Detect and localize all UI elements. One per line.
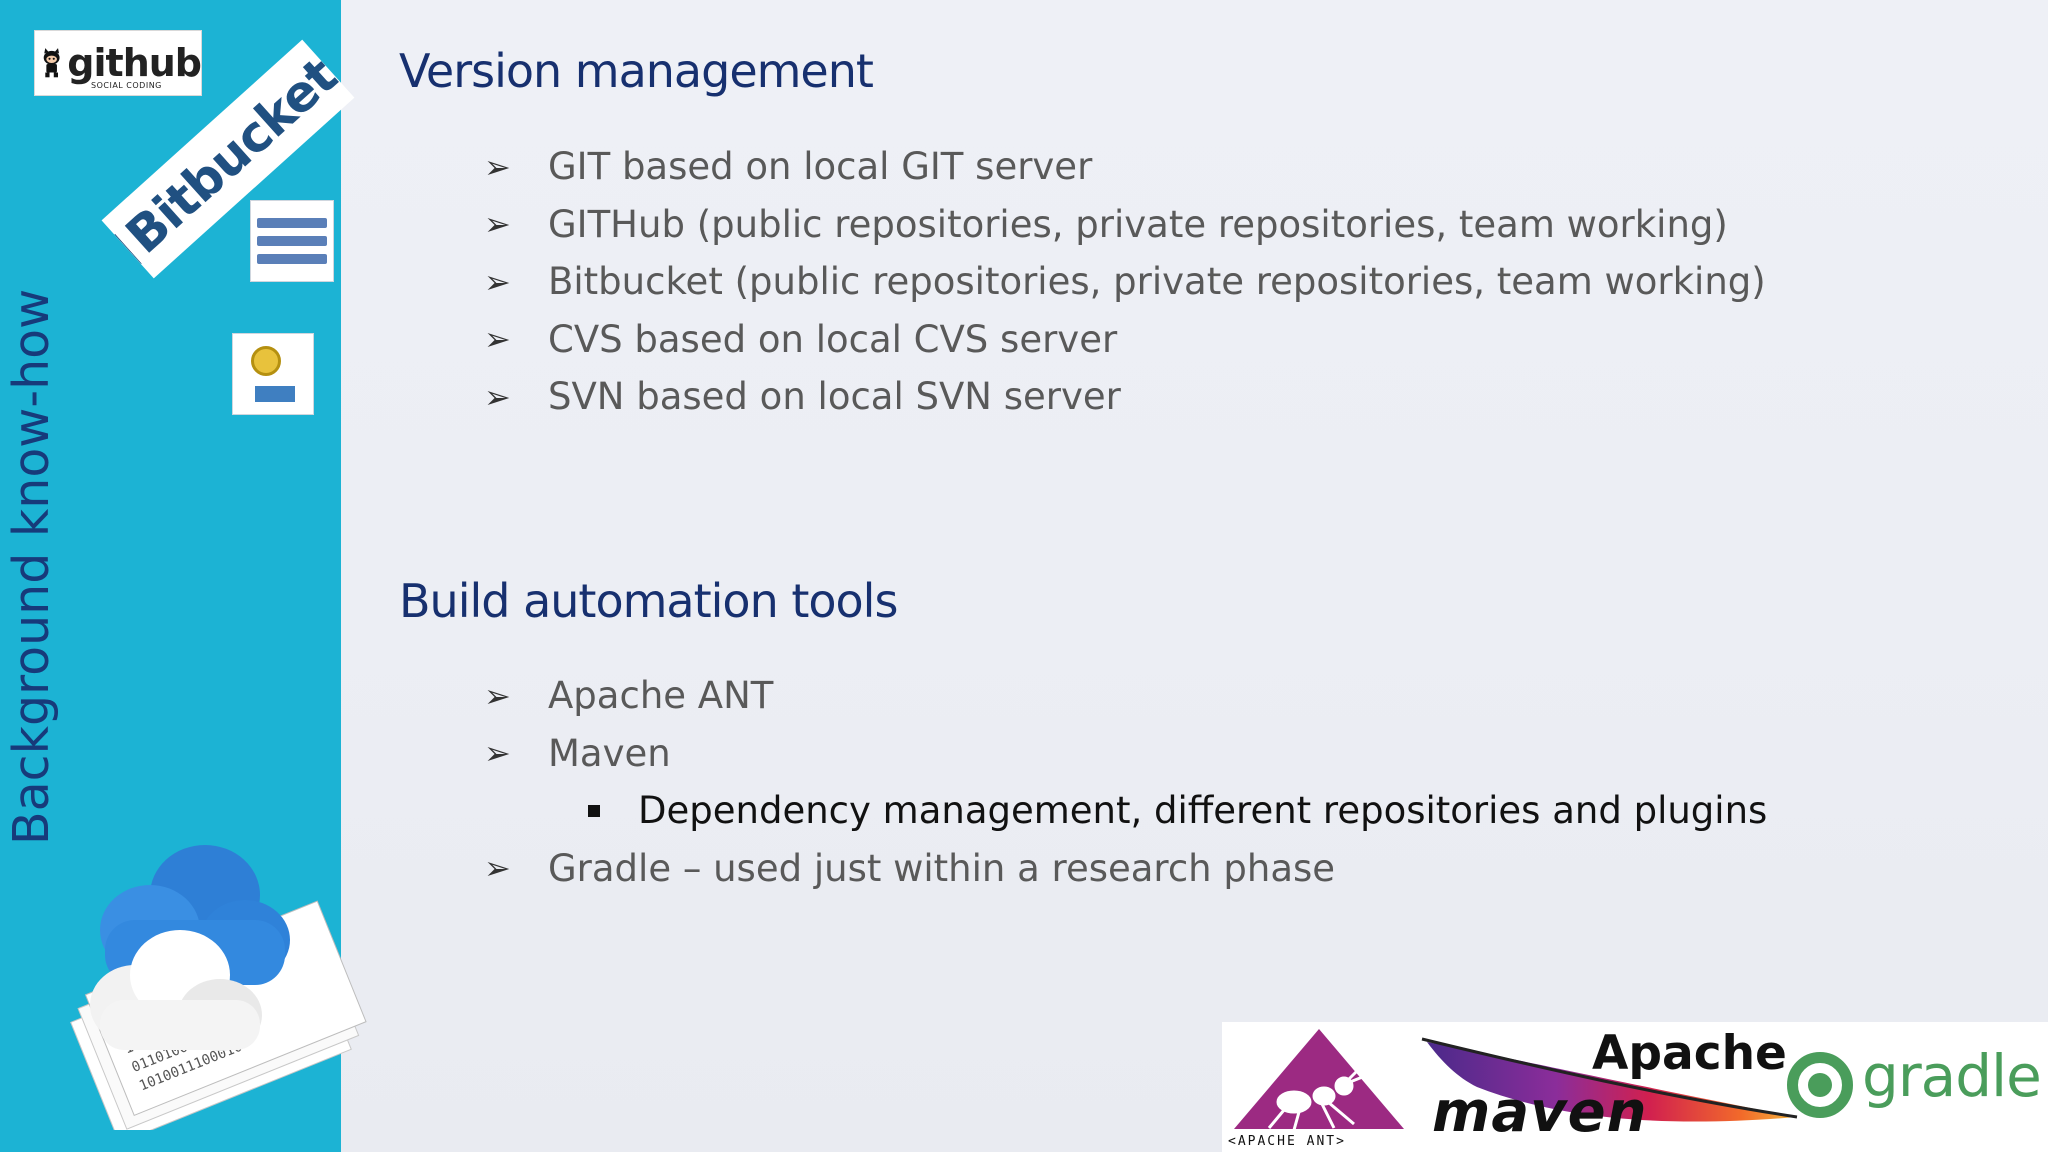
github-tagline: SOCIAL CODING [91, 81, 162, 90]
square-bullet-icon [588, 804, 600, 817]
list-item-text: SVN based on local SVN server [548, 375, 1121, 419]
cvs-logo-icon [232, 333, 314, 415]
section-heading-version-management: Version management [399, 44, 874, 98]
sidebar: github SOCIAL CODING Bitbucket Backgroun… [0, 0, 367, 1152]
gear-icon [251, 346, 281, 376]
github-logo: github SOCIAL CODING [34, 30, 202, 96]
list-item-text: Dependency management, different reposit… [638, 789, 1768, 833]
arrow-bullet-icon: ➢ [484, 320, 511, 359]
list-item-text: Maven [548, 731, 671, 775]
gradle-wordmark: gradle [1862, 1042, 2042, 1110]
cvs-tag [255, 386, 295, 402]
build-automation-list: ➢ Apache ANT ➢ Maven Dependency management… [484, 667, 1767, 897]
list-item: ➢ CVS based on local CVS server [484, 311, 1766, 369]
list-item: ➢ SVN based on local SVN server [484, 368, 1766, 426]
list-item-text: GITHub (public repositories, private rep… [548, 202, 1728, 246]
section-heading-build-automation: Build automation tools [399, 574, 898, 628]
arrow-bullet-icon: ➢ [484, 849, 511, 888]
octocat-icon [43, 48, 60, 78]
apache-feather-icon [1421, 1037, 1798, 1122]
list-item-text: CVS based on local CVS server [548, 317, 1118, 361]
arrow-bullet-icon: ➢ [484, 734, 511, 773]
github-wordmark: github [67, 41, 202, 85]
list-item: ➢ GITHub (public repositories, private re… [484, 196, 1766, 254]
list-item: ➢ Maven [484, 725, 1767, 783]
cloud-icon [90, 845, 290, 1051]
list-item: ➢ Gradle – used just within a research ph… [484, 840, 1767, 898]
gradle-icon [1787, 1052, 1853, 1118]
arrow-bullet-icon: ➢ [484, 377, 511, 416]
list-item-text: Apache ANT [548, 674, 774, 718]
list-item: ➢ Bitbucket (public repositories, private… [484, 253, 1766, 311]
arrow-bullet-icon: ➢ [484, 676, 511, 715]
arrow-bullet-icon: ➢ [484, 147, 511, 186]
ant-caption: <APACHE ANT> [1228, 1134, 1346, 1149]
list-item-text: GIT based on local GIT server [548, 145, 1093, 189]
sidebar-title: Background know-how [3, 288, 60, 845]
cloud-data-illustration: 0101011010110 1001110001101 100010101000… [70, 845, 367, 1130]
apache-ant-logo [1234, 1029, 1404, 1131]
list-item: ➢ GIT based on local GIT server [484, 138, 1766, 196]
version-management-list: ➢ GIT based on local GIT server ➢ GITHub (… [484, 138, 1766, 426]
arrow-bullet-icon: ➢ [484, 205, 511, 244]
build-tools-logo-strip: <APACHE ANT> Apache maven gradle [1222, 1022, 2048, 1152]
list-item: ➢ Apache ANT [484, 667, 1767, 725]
svn-stripe [257, 254, 327, 264]
svn-logo-icon [250, 200, 334, 282]
arrow-bullet-icon: ➢ [484, 262, 511, 301]
maven-wordmark: maven [1432, 1080, 1648, 1145]
list-item-text: Bitbucket (public repositories, private … [548, 260, 1766, 304]
list-item-text: Gradle – used just within a research pha… [548, 846, 1336, 890]
svn-stripe [257, 218, 327, 228]
apache-wordmark: Apache [1592, 1026, 1787, 1081]
sub-list-item: Dependency management, different reposit… [484, 782, 1767, 840]
svn-stripe [257, 236, 327, 246]
